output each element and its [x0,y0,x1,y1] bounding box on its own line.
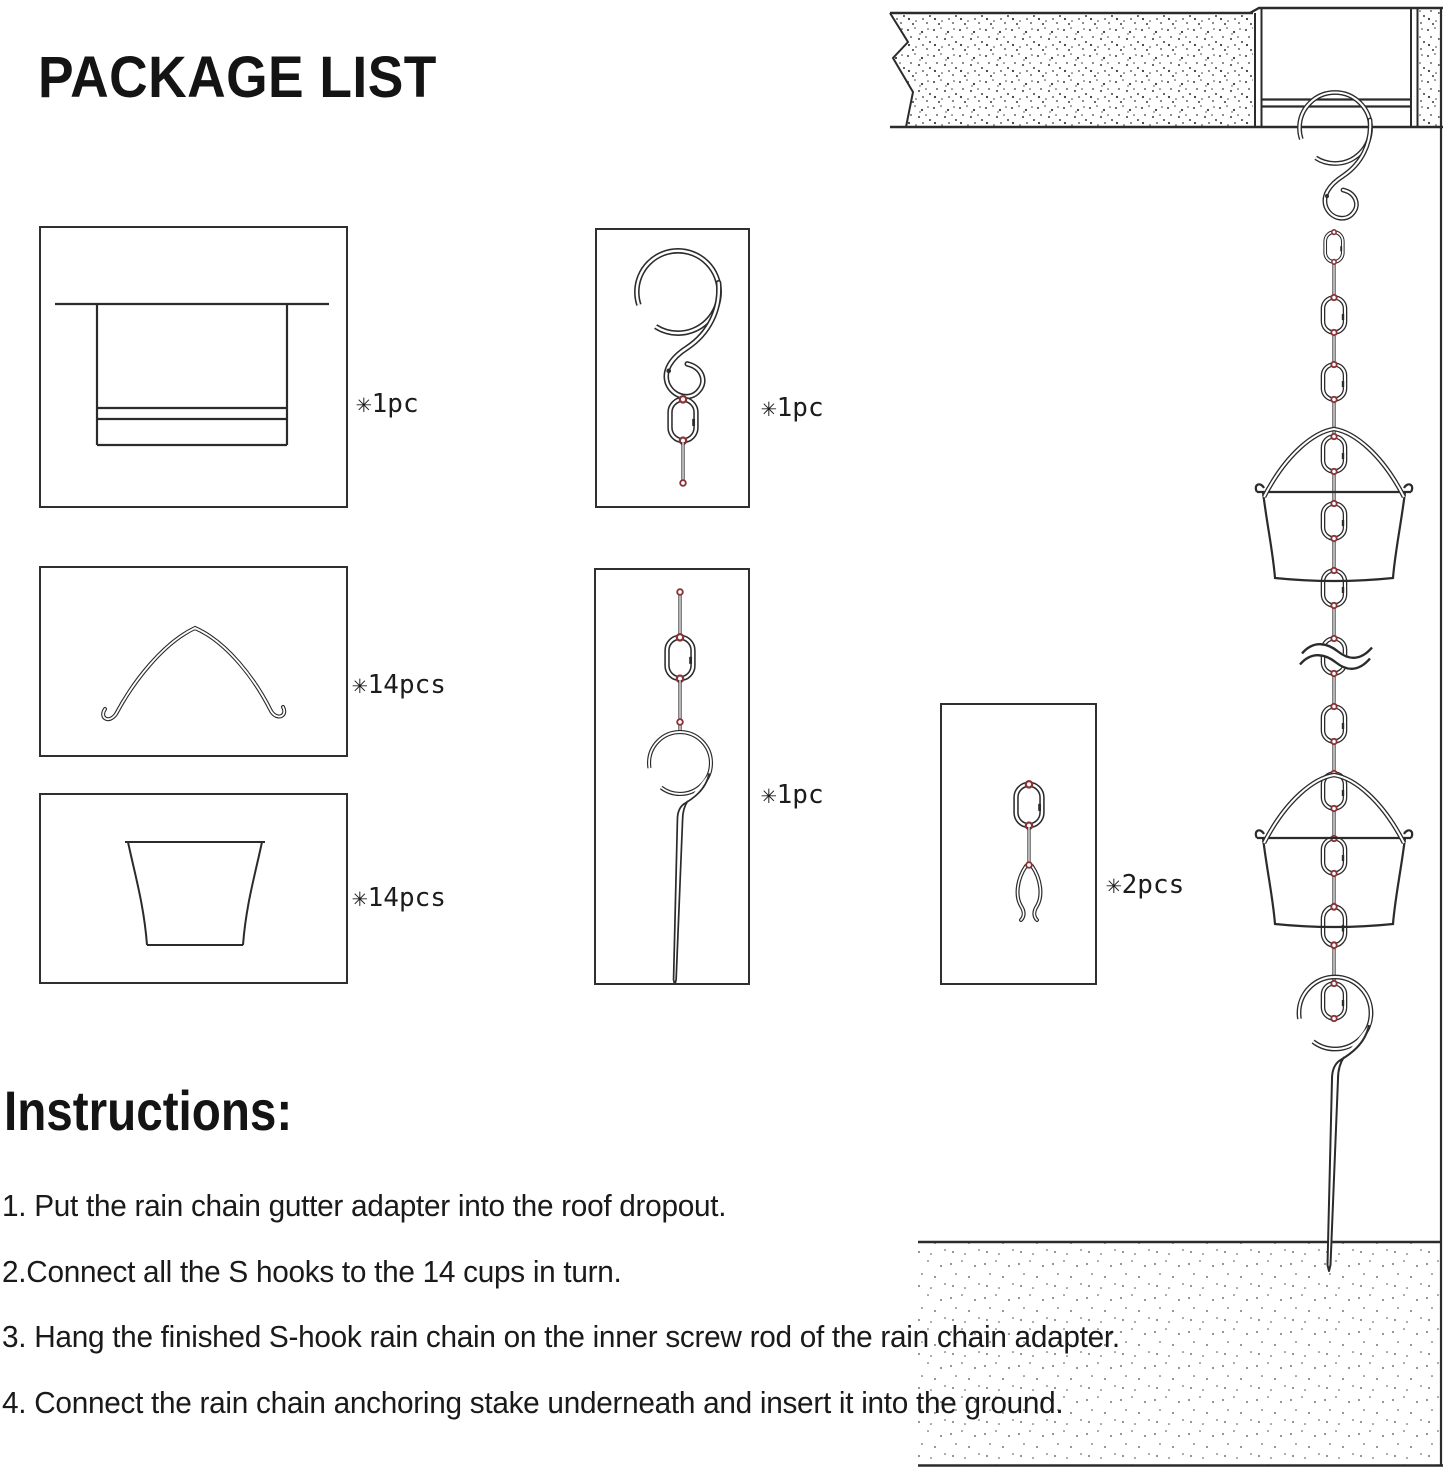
qty-label-gutter-adapter: ✳1pc [356,389,419,419]
s-hook-drawing [597,230,748,487]
package-item-cup-handle-clip [39,566,348,757]
instruction-step-2: 2.Connect all the S hooks to the 14 cups… [2,1254,622,1289]
package-item-gutter-adapter [39,226,348,508]
gutter-dropout [1249,6,1443,1466]
instruction-step-4: 4. Connect the rain chain anchoring stak… [2,1385,1064,1420]
cup-drawing [125,841,265,946]
qty-label-chain-link-connector: ✳2pcs [1106,870,1185,900]
page-title: PACKAGE LIST [38,45,437,110]
ground [918,1240,1443,1467]
instructions-title: Instructions: [4,1079,293,1142]
package-item-chain-link-connector [940,703,1097,985]
cup-handle-clip-drawing [101,625,287,722]
package-item-anchoring-stake [594,568,750,985]
instruction-step-1: 1. Put the rain chain gutter adapter int… [2,1188,727,1223]
instruction-step-3: 3. Hang the finished S-hook rain chain o… [2,1319,1120,1354]
s-hook-on-adapter [1300,93,1371,219]
chain-link-connector-drawing [942,705,1095,922]
rain-chain-assembly [1256,93,1412,1272]
qty-label-cup: ✳14pcs [352,883,446,913]
anchoring-stake-drawing [596,588,748,983]
break-symbol [1296,643,1376,670]
qty-label-s-hook: ✳1pc [761,393,824,423]
qty-label-cup-handle-clip: ✳14pcs [352,670,446,700]
roof-band [889,11,1443,129]
gutter-adapter-drawing [55,302,329,447]
package-item-cup [39,793,348,984]
assembled-rain-chain-illustration [889,6,1443,1467]
package-item-s-hook [595,228,750,508]
qty-label-anchoring-stake: ✳1pc [761,780,824,810]
